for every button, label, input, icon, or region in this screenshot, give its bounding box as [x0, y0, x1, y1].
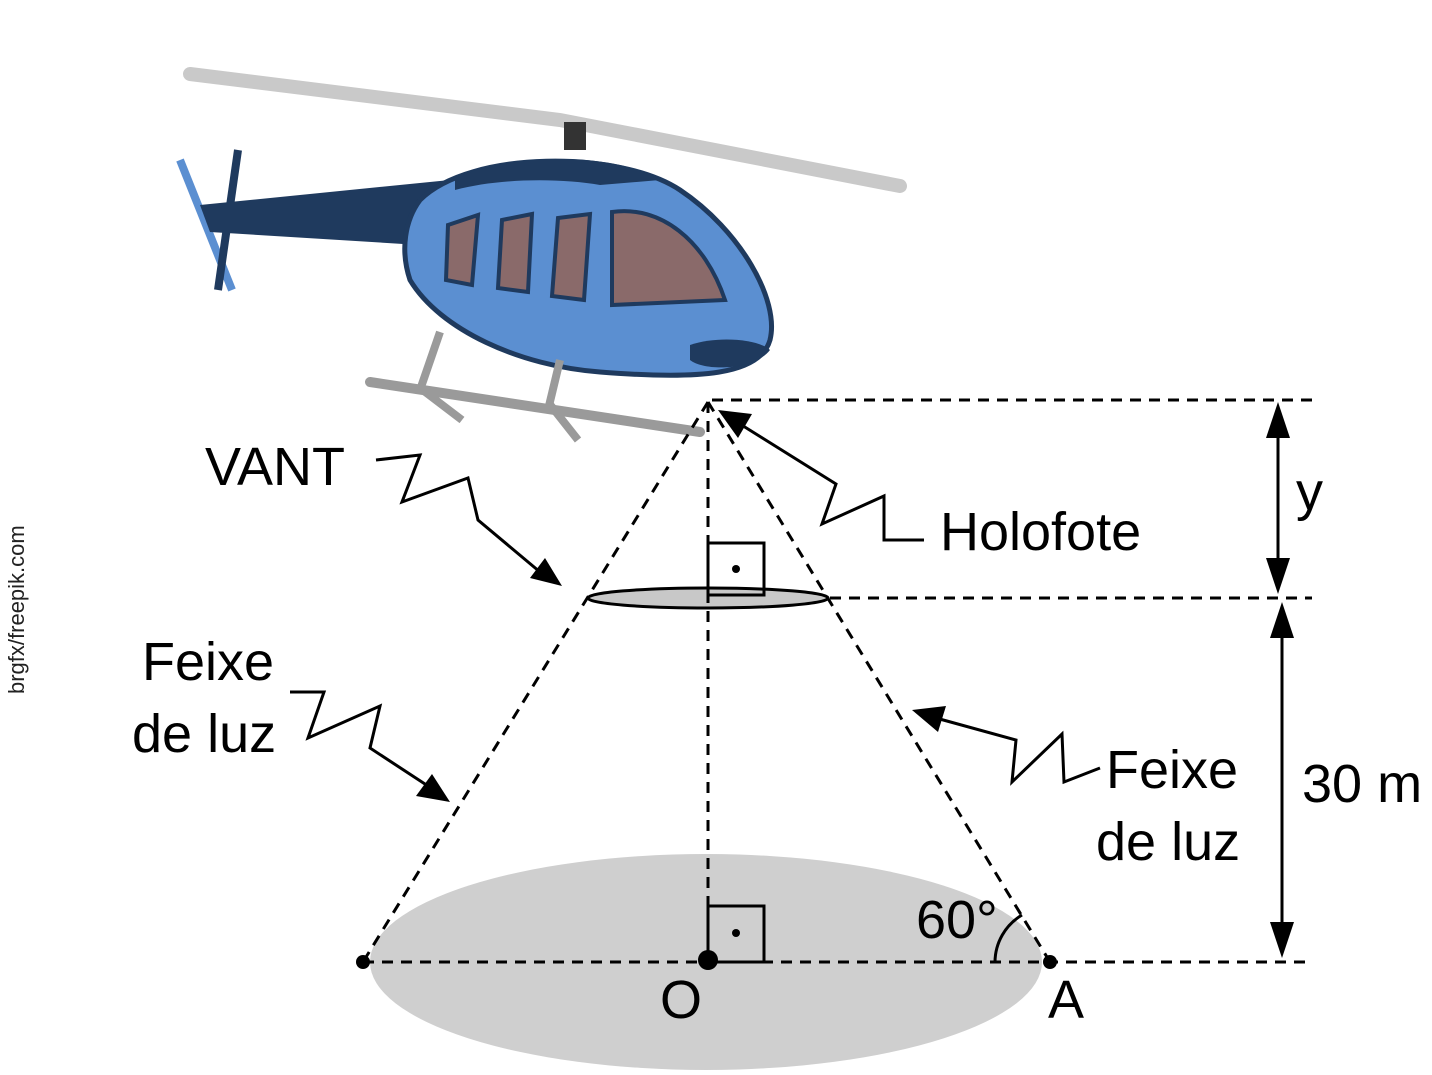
- height-dimension-arrow: [1270, 602, 1294, 958]
- left-beam-line: [361, 401, 710, 963]
- vant-callout-arrow: [375, 453, 562, 586]
- right-angle-marker-top: [706, 541, 766, 597]
- feixe-left-label-line1: Feixe: [142, 632, 274, 692]
- feixe-right-label-line2: de luz: [1096, 812, 1240, 872]
- right-beam-line: [706, 401, 1052, 963]
- holofote-callout-arrow: [718, 410, 924, 542]
- y-dimension-arrow: [1266, 402, 1290, 594]
- point-o-label: O: [660, 970, 702, 1030]
- y-label: y: [1296, 462, 1323, 522]
- point-a-dot: [1043, 955, 1057, 969]
- point-a-label: A: [1048, 970, 1084, 1030]
- holofote-label: Holofote: [940, 502, 1141, 562]
- helicopter-icon: [176, 67, 907, 443]
- feixe-left-callout-arrow: [290, 690, 450, 802]
- height-label: 30 m: [1302, 754, 1422, 814]
- point-left: [356, 955, 370, 969]
- feixe-right-label-line1: Feixe: [1106, 740, 1238, 800]
- angle-label: 60°: [916, 890, 998, 950]
- feixe-left-label-line2: de luz: [132, 704, 276, 764]
- feixe-right-callout-arrow: [912, 706, 1101, 786]
- angle-arc: [993, 913, 1023, 963]
- vant-label: VANT: [205, 437, 345, 497]
- credit-text: brgfx/freepik.com: [4, 525, 29, 694]
- right-angle-marker-ground: [706, 904, 766, 964]
- point-o-dot: [698, 950, 718, 970]
